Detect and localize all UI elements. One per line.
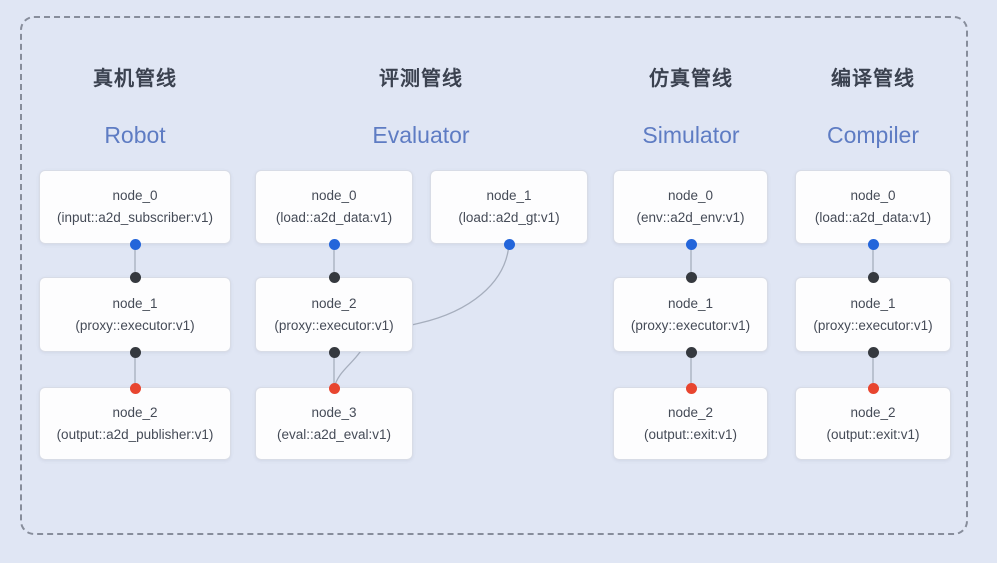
node-evaluator-node_1: node_1(load::a2d_gt:v1) — [430, 170, 588, 244]
node-name: node_0 — [850, 188, 896, 203]
node-evaluator-node_2: node_2(proxy::executor:v1) — [255, 277, 413, 352]
node-simulator-node_0: node_0(env::a2d_env:v1) — [613, 170, 768, 244]
node-name: node_1 — [667, 295, 714, 311]
port-dot-red — [867, 382, 879, 394]
node-type: (output::exit:v1) — [826, 426, 920, 442]
node-type: (output::a2d_publisher:v1) — [56, 426, 214, 442]
pipeline-title-en-simulator: Simulator — [642, 122, 740, 148]
node-name: node_2 — [311, 295, 357, 311]
node-evaluator-node_0: node_0(load::a2d_data:v1) — [255, 170, 413, 244]
node-name: node_1 — [112, 295, 158, 311]
node-compiler-node_2: node_2(output::exit:v1) — [795, 387, 951, 460]
node-type: (load::a2d_data:v1) — [814, 210, 932, 225]
node-type: (proxy::executor:v1) — [630, 317, 751, 333]
node-evaluator-node_3: node_3(eval::a2d_eval:v1) — [255, 387, 413, 460]
node-compiler-node_0: node_0(load::a2d_data:v1) — [795, 170, 951, 244]
port-dot-red — [129, 382, 141, 394]
port-dot-blue — [328, 238, 340, 250]
node-name: node_1 — [850, 295, 896, 311]
node-type: (env::a2d_env:v1) — [636, 210, 745, 225]
pipeline-title-en-robot: Robot — [104, 122, 166, 148]
node-name: node_2 — [112, 404, 158, 420]
node-name: node_0 — [311, 188, 357, 203]
node-type: (proxy::executor:v1) — [813, 317, 933, 333]
node-type: (proxy::executor:v1) — [75, 317, 195, 333]
port-dot-black — [129, 346, 141, 358]
node-name: node_0 — [667, 188, 714, 203]
pipeline-title-cn-simulator: 仿真管线 — [649, 68, 733, 90]
port-dot-blue — [867, 238, 879, 250]
port-dot-black — [867, 346, 879, 358]
pipeline-title-cn-compiler: 编译管线 — [831, 68, 915, 90]
pipeline-title-cn-robot: 真机管线 — [93, 68, 177, 90]
node-name: node_0 — [112, 188, 158, 203]
port-dot-black — [328, 271, 340, 283]
node-robot-node_1: node_1(proxy::executor:v1) — [39, 277, 231, 352]
node-simulator-node_2: node_2(output::exit:v1) — [613, 387, 768, 460]
node-type: (load::a2d_data:v1) — [275, 210, 393, 225]
node-name: node_3 — [311, 404, 357, 420]
pipeline-title-cn-evaluator: 评测管线 — [379, 68, 463, 90]
node-type: (proxy::executor:v1) — [274, 317, 394, 333]
port-dot-blue — [685, 238, 697, 250]
node-name: node_1 — [486, 188, 532, 203]
port-dot-black — [867, 271, 879, 283]
pipeline-title-en-compiler: Compiler — [826, 122, 920, 148]
port-dot-black — [328, 346, 340, 358]
pipeline-title-en-evaluator: Evaluator — [372, 122, 470, 148]
node-name: node_2 — [850, 404, 896, 420]
node-type: (input::a2d_subscriber:v1) — [56, 210, 214, 225]
port-dot-black — [129, 271, 141, 283]
port-dot-black — [685, 346, 697, 358]
node-name: node_2 — [667, 404, 714, 420]
node-type: (load::a2d_gt:v1) — [458, 210, 560, 225]
node-type: (eval::a2d_eval:v1) — [276, 426, 392, 442]
node-robot-node_0: node_0(input::a2d_subscriber:v1) — [39, 170, 231, 244]
node-simulator-node_1: node_1(proxy::executor:v1) — [613, 277, 768, 352]
port-dot-black — [685, 271, 697, 283]
node-type: (output::exit:v1) — [643, 426, 738, 442]
node-compiler-node_1: node_1(proxy::executor:v1) — [795, 277, 951, 352]
port-dot-red — [685, 382, 697, 394]
port-dot-red — [328, 382, 340, 394]
port-dot-blue — [129, 238, 141, 250]
dashed-frame — [20, 16, 968, 535]
node-robot-node_2: node_2(output::a2d_publisher:v1) — [39, 387, 231, 460]
port-dot-blue — [503, 238, 515, 250]
